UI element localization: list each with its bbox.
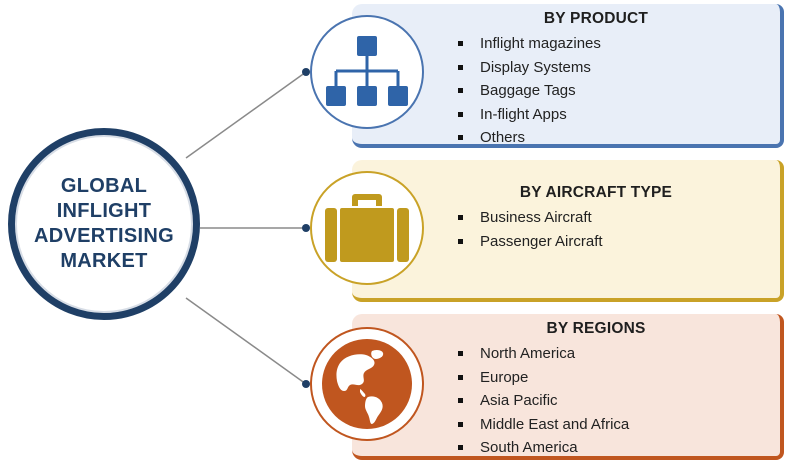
list-item: Others	[458, 126, 780, 150]
hub-line: ADVERTISING	[34, 225, 174, 247]
list-item: In-flight Apps	[458, 103, 780, 127]
regions-icon-circle	[310, 327, 424, 441]
connector-dot	[302, 68, 310, 76]
list-item: Passenger Aircraft	[458, 230, 780, 254]
list-item: Business Aircraft	[458, 206, 780, 230]
panel-title: BY PRODUCT	[543, 10, 649, 27]
item-list: North America Europe Asia Pacific Middle…	[352, 342, 780, 460]
hub-line: INFLIGHT	[56, 200, 152, 222]
list-item: Display Systems	[458, 56, 780, 80]
globe-icon	[322, 339, 412, 429]
list-item: Baggage Tags	[458, 79, 780, 103]
list-item: South America	[458, 436, 780, 460]
hierarchy-icon	[322, 27, 412, 117]
list-item: Middle East and Africa	[458, 413, 780, 437]
hub-line: MARKET	[60, 250, 148, 272]
panel-title: BY AIRCRAFT TYPE	[519, 184, 673, 201]
panel-title: BY REGIONS	[546, 320, 646, 337]
hub-title: GLOBAL INFLIGHT ADVERTISING MARKET	[19, 174, 189, 274]
product-icon-circle	[310, 15, 424, 129]
connector-dot	[302, 224, 310, 232]
connector-regions	[185, 297, 307, 385]
panel-by-product: BY PRODUCT Inflight magazines Display Sy…	[352, 4, 784, 148]
list-item: Asia Pacific	[458, 389, 780, 413]
connector-product	[185, 71, 307, 159]
list-item: North America	[458, 342, 780, 366]
aircraft-icon-circle	[310, 171, 424, 285]
connector-dot	[302, 380, 310, 388]
panel-by-aircraft-type: BY AIRCRAFT TYPE Business Aircraft Passe…	[352, 160, 784, 302]
hub-line: GLOBAL	[60, 175, 148, 197]
list-item: Inflight magazines	[458, 32, 780, 56]
market-hub-circle: GLOBAL INFLIGHT ADVERTISING MARKET	[8, 128, 200, 320]
list-item: Europe	[458, 366, 780, 390]
item-list: Inflight magazines Display Systems Bagga…	[352, 32, 780, 150]
suitcase-icon	[322, 183, 412, 273]
panel-by-regions: BY REGIONS North America Europe Asia Pac…	[352, 314, 784, 460]
item-list: Business Aircraft Passenger Aircraft	[352, 206, 780, 253]
